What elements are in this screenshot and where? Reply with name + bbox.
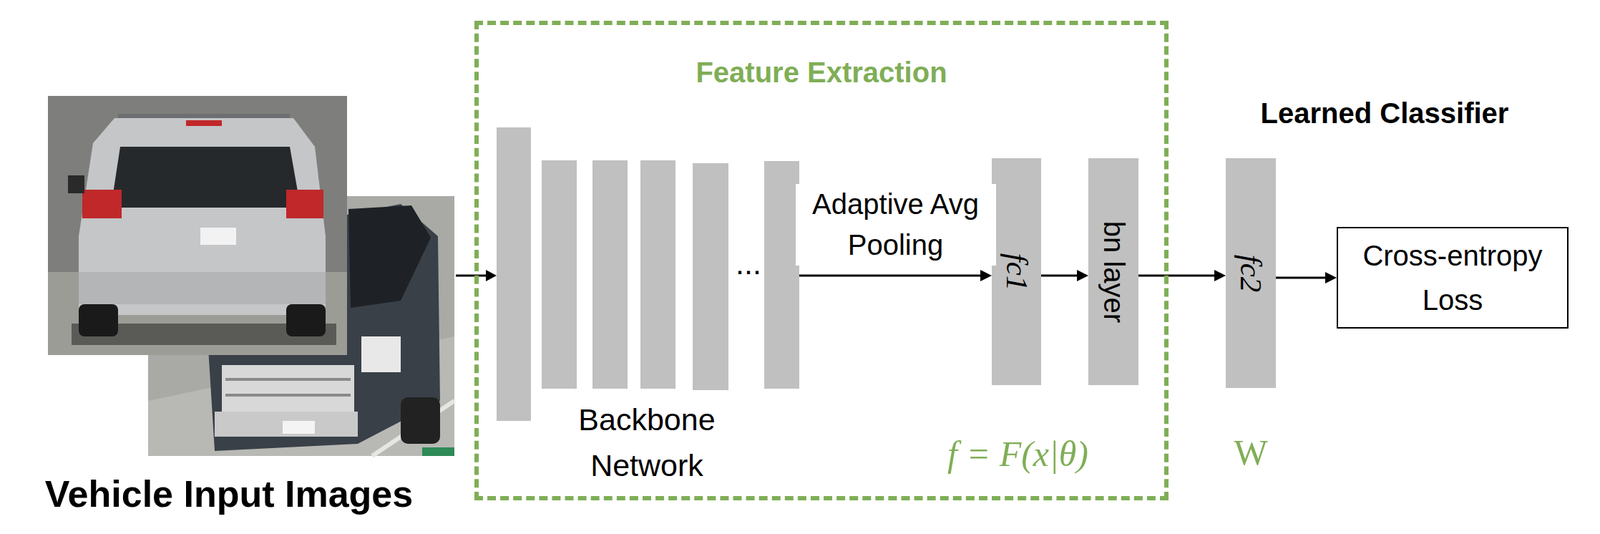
tail-light	[82, 189, 122, 219]
layer-block	[692, 163, 729, 390]
backbone-label: Backbone Network	[539, 396, 755, 489]
group-title: Feature Extraction	[478, 56, 1165, 89]
side-mirror	[67, 175, 85, 194]
suv-plate	[200, 227, 237, 245]
brake-light	[186, 120, 222, 126]
truck-window	[348, 205, 431, 308]
fc-layer: fc2	[1225, 158, 1276, 388]
truck-plate	[282, 420, 315, 434]
ellipsis: ...	[735, 246, 762, 282]
truck-grille	[221, 364, 355, 412]
formula: f = F(x|θ)	[947, 432, 1089, 475]
layer-block	[764, 161, 800, 389]
suv-bumper	[78, 271, 326, 305]
rear-window	[110, 146, 301, 208]
grille-bar	[225, 377, 351, 381]
arrow-head	[1076, 269, 1089, 282]
section-title: Learned Classifier	[1260, 97, 1510, 130]
connector	[799, 269, 992, 282]
connector	[1275, 271, 1337, 284]
layer-block	[541, 160, 577, 389]
layer-block	[592, 160, 628, 389]
layer-block	[496, 127, 531, 421]
backbone-layers	[496, 127, 800, 421]
weight-symbol: W	[1233, 431, 1268, 473]
layer-block	[640, 160, 676, 389]
road-sign	[422, 447, 455, 456]
suv-wheel	[286, 304, 326, 337]
suv-photo	[47, 95, 348, 355]
tail-light	[286, 189, 324, 219]
connector	[1138, 269, 1226, 282]
fc-layer: fc1	[991, 158, 1042, 385]
layer-name: fc1	[998, 252, 1034, 291]
arrow-line	[455, 274, 487, 277]
arrow-head	[1214, 269, 1226, 282]
connector-line	[1138, 274, 1216, 277]
arrow-head	[485, 269, 497, 282]
suv-body	[78, 118, 326, 315]
figure-label: Vehicle Input Images	[45, 472, 413, 516]
connector-line	[1041, 274, 1078, 277]
arrow-head	[980, 269, 992, 282]
photo-ground	[47, 95, 348, 355]
backbone-network: Backbone Network	[496, 127, 800, 496]
loss-label: Cross-entropy Loss	[1348, 233, 1558, 323]
connector-line	[1275, 276, 1326, 280]
bn-layer: bn layer	[1088, 158, 1139, 385]
grille-bar	[225, 393, 351, 397]
connector-line	[799, 274, 982, 277]
edge-label: Adaptive Avg Pooling	[795, 183, 997, 266]
roof-rack	[118, 113, 290, 119]
suv-wheel	[78, 304, 119, 337]
layer-name: bn layer	[1097, 220, 1130, 323]
truck-tire	[400, 397, 441, 444]
truck-bumper	[214, 411, 358, 437]
layer-name: fc2	[1233, 254, 1269, 292]
loss-box: Cross-entropy Loss	[1336, 226, 1569, 329]
connector	[1041, 269, 1089, 282]
arrow-head	[1325, 271, 1337, 284]
truck-headlight	[361, 336, 401, 373]
